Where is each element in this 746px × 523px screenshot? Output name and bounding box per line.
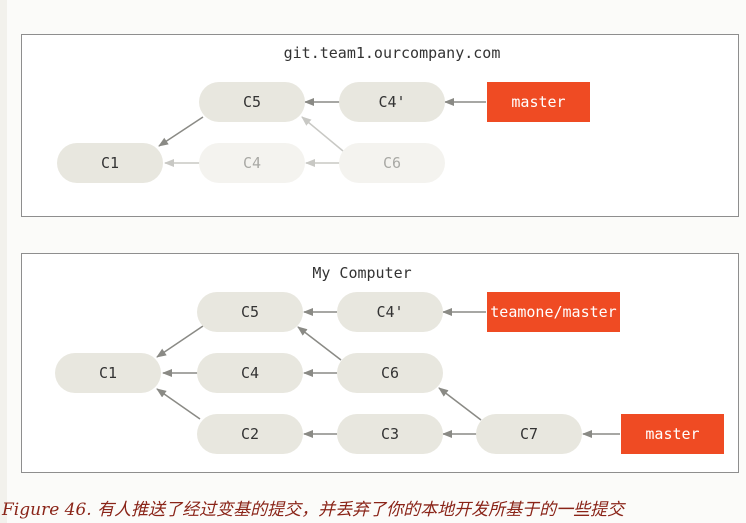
local-teamone-master-ref: teamone/master	[487, 292, 620, 332]
local-commit-c5: C5	[197, 292, 303, 332]
server-master-ref: master	[487, 82, 590, 122]
local-master-ref: master	[621, 414, 724, 454]
local-commit-c4-prime: C4'	[337, 292, 443, 332]
server-commit-c5: C5	[199, 82, 305, 122]
server-repository-panel: git.team1.ourcompany.com	[21, 34, 739, 217]
local-commit-c6: C6	[337, 353, 443, 393]
server-commit-c6: C6	[339, 143, 445, 183]
local-commit-c2: C2	[197, 414, 303, 454]
server-commit-c1: C1	[57, 143, 163, 183]
local-title: My Computer	[312, 264, 412, 282]
figure-caption-text: 有人推送了经过变基的提交，并丢弃了你的本地开发所基于的一些提交	[91, 500, 625, 520]
local-commit-c3: C3	[337, 414, 443, 454]
server-commit-c4: C4	[199, 143, 305, 183]
server-title: git.team1.ourcompany.com	[283, 44, 501, 62]
server-commit-c4-prime: C4'	[339, 82, 445, 122]
local-commit-c7: C7	[476, 414, 582, 454]
local-commit-c1: C1	[55, 353, 161, 393]
figure-caption: Figure 46. 有人推送了经过变基的提交，并丢弃了你的本地开发所基于的一些…	[2, 495, 742, 520]
local-commit-c4: C4	[197, 353, 303, 393]
page-margin-strip	[0, 0, 7, 523]
figure-caption-label: Figure 46.	[2, 500, 92, 520]
